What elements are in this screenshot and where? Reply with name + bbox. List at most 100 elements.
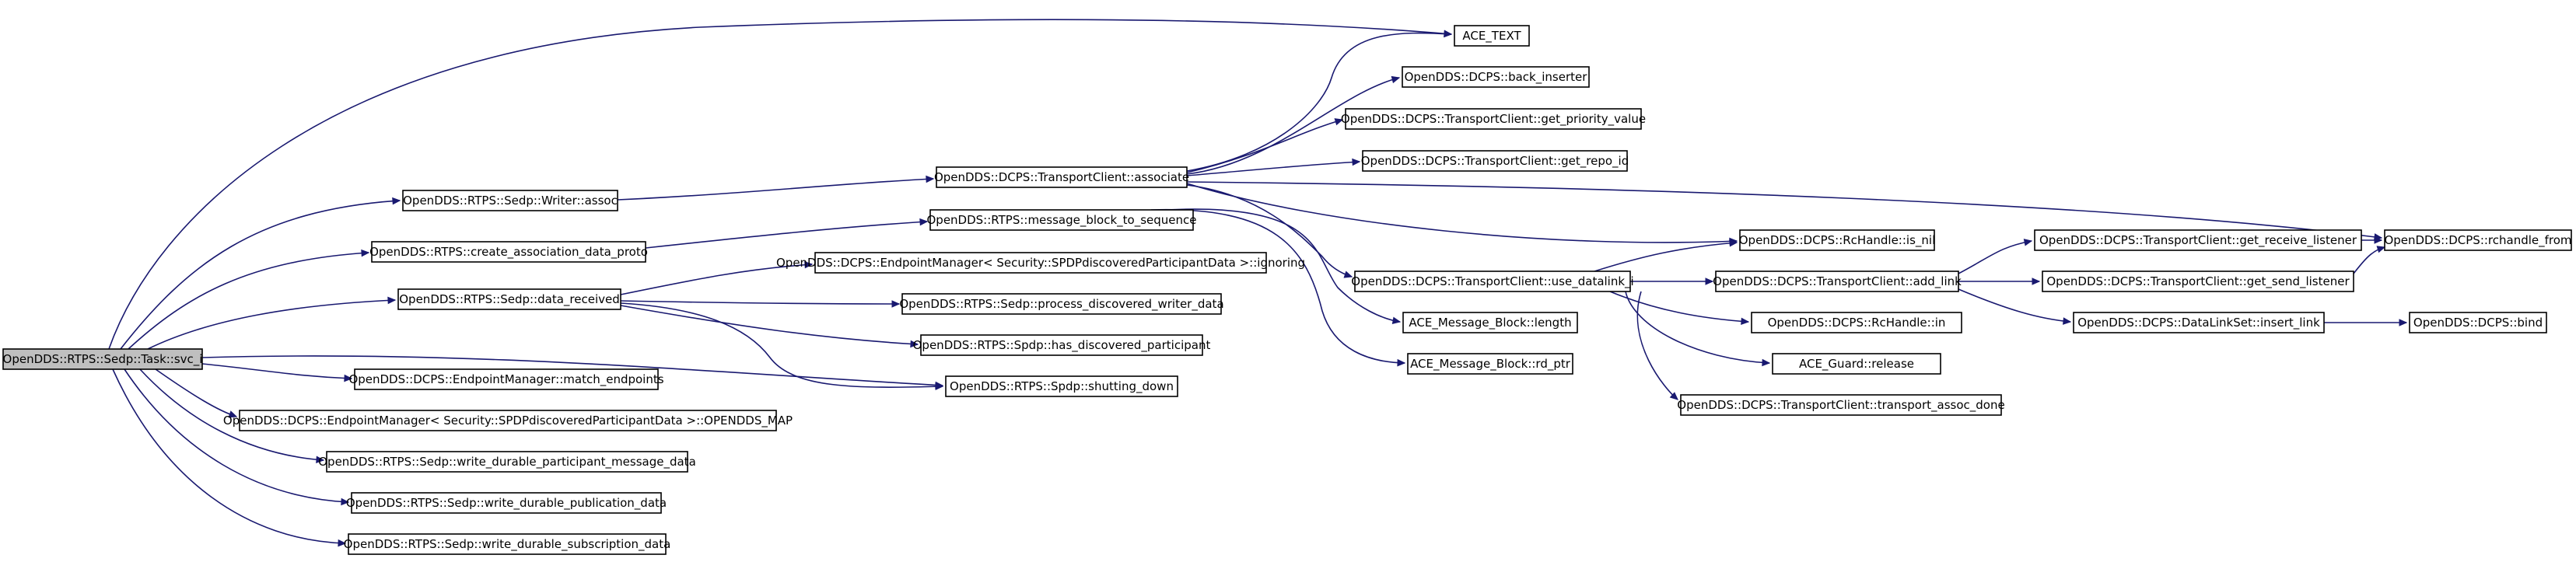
graph-node-insert-link[interactable]: OpenDDS::DCPS::DataLinkSet::insert_link bbox=[2073, 312, 2325, 333]
graph-node-use-datalink[interactable]: OpenDDS::DCPS::TransportClient::use_data… bbox=[1351, 271, 1634, 292]
arrowhead-icon bbox=[2023, 239, 2033, 246]
node-box[interactable] bbox=[1362, 150, 1628, 172]
arrowhead-icon bbox=[804, 260, 814, 269]
node-label: OpenDDS::RTPS::Sedp::Writer::assoc bbox=[403, 194, 618, 208]
call-edge-root-to-match_endpoints bbox=[201, 363, 353, 382]
graph-node-process-writer[interactable]: OpenDDS::RTPS::Sedp::process_discovered_… bbox=[899, 293, 1224, 315]
graph-node-mb-rd-ptr[interactable]: ACE_Message_Block::rd_ptr bbox=[1407, 353, 1573, 375]
node-box[interactable] bbox=[936, 166, 1188, 188]
node-box[interactable] bbox=[1715, 271, 1959, 292]
graph-node-tc-associate[interactable]: OpenDDS::DCPS::TransportClient::associat… bbox=[934, 166, 1189, 188]
graph-node-write-subscription[interactable]: OpenDDS::RTPS::Sedp::write_durable_subsc… bbox=[344, 533, 671, 555]
node-box[interactable] bbox=[239, 410, 777, 431]
graph-node-back-inserter[interactable]: OpenDDS::DCPS::back_inserter bbox=[1402, 66, 1590, 88]
call-edge-add_link-to-insert_link bbox=[1958, 288, 2072, 325]
graph-node-get-send-listener[interactable]: OpenDDS::DCPS::TransportClient::get_send… bbox=[2042, 271, 2354, 292]
node-box[interactable] bbox=[1454, 25, 1530, 47]
arrowhead-icon bbox=[891, 300, 901, 308]
graph-node-match-endpoints[interactable]: OpenDDS::DCPS::EndpointManager::match_en… bbox=[348, 368, 664, 390]
node-label: OpenDDS::RTPS::Spdp::has_discovered_part… bbox=[913, 338, 1211, 353]
graph-node-transport-assoc-done[interactable]: OpenDDS::DCPS::TransportClient::transpor… bbox=[1677, 394, 2005, 416]
node-box[interactable] bbox=[2042, 271, 2354, 292]
arrowhead-icon bbox=[344, 374, 353, 382]
node-box[interactable] bbox=[397, 288, 621, 310]
node-box[interactable] bbox=[1354, 271, 1631, 292]
node-box[interactable] bbox=[1402, 66, 1590, 88]
node-box[interactable] bbox=[920, 334, 1203, 356]
graph-node-root[interactable]: OpenDDS::RTPS::Sedp::Task::svc_i bbox=[2, 348, 203, 370]
node-label: OpenDDS::DCPS::rchandle_from bbox=[2384, 233, 2571, 248]
arrowhead-icon bbox=[387, 296, 397, 305]
edge-line bbox=[1150, 208, 1405, 364]
node-box[interactable] bbox=[2384, 229, 2572, 251]
arrowhead-icon bbox=[1762, 358, 1771, 367]
graph-node-bind[interactable]: OpenDDS::DCPS::bind bbox=[2409, 312, 2547, 333]
call-edge-data_received-to-process_writer bbox=[620, 300, 901, 308]
node-box[interactable] bbox=[929, 209, 1194, 231]
node-box[interactable] bbox=[2409, 312, 2547, 333]
node-label: OpenDDS::DCPS::RcHandle::in bbox=[1768, 316, 1946, 330]
call-edge-root-to-ace_text bbox=[108, 19, 1453, 350]
graph-node-ace-text[interactable]: ACE_TEXT bbox=[1454, 25, 1530, 47]
graph-node-shutting-down[interactable]: OpenDDS::RTPS::Spdp::shutting_down bbox=[945, 375, 1178, 397]
node-box[interactable] bbox=[354, 368, 659, 390]
node-label: OpenDDS::RTPS::Sedp::Task::svc_i bbox=[3, 352, 203, 367]
call-edge-tc_associate-to-ace_text bbox=[1186, 30, 1453, 172]
node-box[interactable] bbox=[2073, 312, 2325, 333]
arrowhead-icon bbox=[341, 497, 350, 506]
call-edge-mb_to_seq-to-mb_length bbox=[1166, 208, 1402, 324]
edge-line bbox=[1186, 32, 1452, 172]
node-box[interactable] bbox=[814, 252, 1267, 274]
graph-node-opendds-map[interactable]: OpenDDS::DCPS::EndpointManager< Security… bbox=[223, 410, 793, 431]
call-edge-root-to-write_participant bbox=[139, 368, 325, 464]
node-box[interactable] bbox=[351, 492, 662, 514]
node-label: OpenDDS::DCPS::back_inserter bbox=[1405, 70, 1588, 85]
node-box[interactable] bbox=[1407, 353, 1573, 375]
graph-node-rchandle-in[interactable]: OpenDDS::DCPS::RcHandle::in bbox=[1751, 312, 1962, 333]
node-box[interactable] bbox=[945, 375, 1178, 397]
node-box[interactable] bbox=[901, 293, 1222, 315]
graph-node-write-publication[interactable]: OpenDDS::RTPS::Sedp::write_durable_publi… bbox=[346, 492, 667, 514]
graph-node-rchandle-from[interactable]: OpenDDS::DCPS::rchandle_from bbox=[2384, 229, 2572, 251]
node-label: OpenDDS::DCPS::EndpointManager< Security… bbox=[776, 256, 1305, 270]
graph-node-writer-assoc[interactable]: OpenDDS::RTPS::Sedp::Writer::assoc bbox=[402, 190, 618, 211]
graph-node-guard-release[interactable]: ACE_Guard::release bbox=[1772, 353, 1941, 375]
edge-line bbox=[620, 302, 943, 388]
call-edge-root-to-opendds_map bbox=[155, 368, 238, 418]
graph-node-get-receive-listener[interactable]: OpenDDS::DCPS::TransportClient::get_rece… bbox=[2034, 229, 2362, 251]
node-label: OpenDDS::DCPS::EndpointManager::match_en… bbox=[348, 372, 663, 387]
call-edge-root-to-writer_assoc bbox=[120, 197, 401, 350]
graph-node-mb-to-seq[interactable]: OpenDDS::RTPS::message_block_to_sequence bbox=[926, 209, 1197, 231]
arrowhead-icon bbox=[1391, 75, 1401, 84]
node-label: OpenDDS::DCPS::DataLinkSet::insert_link bbox=[2077, 316, 2320, 330]
graph-node-get-repo-id[interactable]: OpenDDS::DCPS::TransportClient::get_repo… bbox=[1361, 150, 1629, 172]
graph-node-ignoring[interactable]: OpenDDS::DCPS::EndpointManager< Security… bbox=[776, 252, 1305, 274]
node-box[interactable] bbox=[1402, 312, 1578, 333]
node-box[interactable] bbox=[1345, 108, 1642, 130]
node-box[interactable] bbox=[1772, 353, 1941, 375]
graph-node-mb-length[interactable]: ACE_Message_Block::length bbox=[1402, 312, 1578, 333]
node-label: OpenDDS::DCPS::TransportClient::use_data… bbox=[1351, 274, 1633, 289]
node-box[interactable] bbox=[348, 533, 667, 555]
node-box[interactable] bbox=[1680, 394, 2002, 416]
graph-node-add-link[interactable]: OpenDDS::DCPS::TransportClient::add_link bbox=[1713, 271, 1962, 292]
node-box[interactable] bbox=[326, 451, 688, 473]
call-edge-data_received-to-ignoring bbox=[620, 260, 814, 295]
node-box[interactable] bbox=[1739, 229, 1935, 251]
graph-node-write-participant[interactable]: OpenDDS::RTPS::Sedp::write_durable_parti… bbox=[318, 451, 696, 473]
graph-node-is-nil[interactable]: OpenDDS::DCPS::RcHandle::is_nil bbox=[1739, 229, 1936, 251]
arrowhead-icon bbox=[1334, 118, 1344, 126]
node-box[interactable] bbox=[402, 190, 618, 211]
edge-line bbox=[1186, 77, 1400, 175]
graph-node-data-received[interactable]: OpenDDS::RTPS::Sedp::data_received bbox=[397, 288, 621, 310]
node-box[interactable] bbox=[2, 348, 203, 370]
node-box[interactable] bbox=[371, 241, 646, 263]
graph-node-has-participant[interactable]: OpenDDS::RTPS::Spdp::has_discovered_part… bbox=[913, 334, 1211, 356]
node-box[interactable] bbox=[2034, 229, 2362, 251]
edge-line bbox=[1186, 181, 2382, 239]
node-label: OpenDDS::RTPS::Sedp::data_received bbox=[399, 292, 619, 307]
graph-node-create-assoc-proto[interactable]: OpenDDS::RTPS::create_association_data_p… bbox=[369, 241, 648, 263]
graph-node-get-priority[interactable]: OpenDDS::DCPS::TransportClient::get_prio… bbox=[1341, 108, 1646, 130]
node-label: OpenDDS::RTPS::Spdp::shutting_down bbox=[950, 379, 1174, 394]
node-box[interactable] bbox=[1751, 312, 1962, 333]
